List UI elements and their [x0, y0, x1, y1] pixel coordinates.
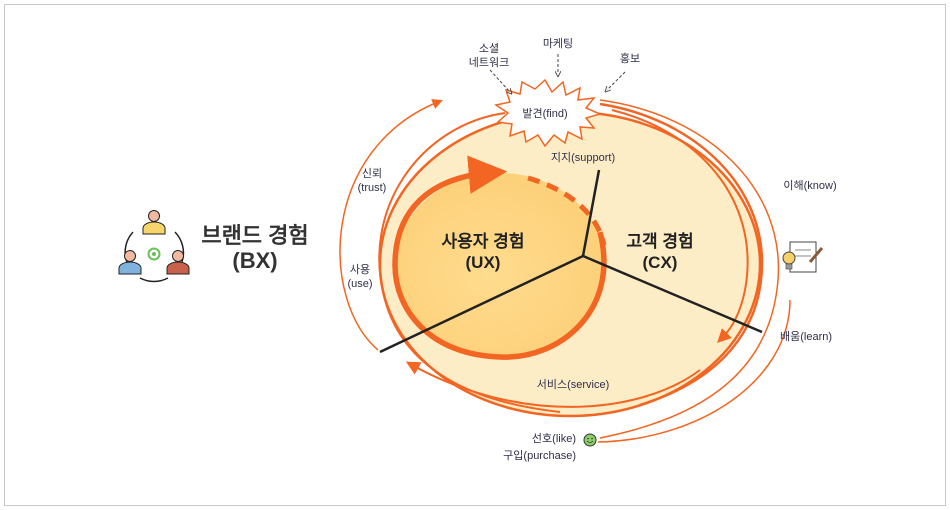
ux-label-2: (UX): [466, 253, 501, 272]
team-people-icon: [118, 210, 190, 283]
like-label: 선호(like): [532, 432, 576, 445]
marketing-label: 마케팅: [543, 37, 573, 50]
trust-label-2: (trust): [358, 182, 387, 194]
support-label: 지지(support): [551, 151, 615, 164]
discovery-label: 발견(find): [522, 107, 567, 120]
promotion-arrow: [607, 71, 626, 90]
learn-label: 배움(learn): [780, 330, 832, 343]
service-label: 서비스(service): [537, 378, 610, 391]
outer-arc-right-inner: [599, 102, 764, 407]
arc-like-connector: [597, 299, 791, 443]
promotion-label: 홍보: [620, 51, 640, 65]
bx-title-2: (BX): [232, 248, 277, 273]
discovery-burst: [494, 78, 603, 148]
social-arrow: [489, 69, 510, 92]
lightbulb-document-icon: [782, 241, 824, 273]
social-label: 소셜: [479, 42, 499, 55]
arc-trust-use: [339, 99, 443, 351]
diagram-frame: 발견(find) 소셜 네트워크 마케팅 홍보 사용자 경험 (UX) 고객 경…: [4, 4, 946, 506]
cx-label-2: (CX): [643, 253, 678, 272]
purchase-label: 구입(purchase): [503, 449, 576, 462]
cx-label-1: 고객 경험: [626, 231, 693, 251]
use-label-2: (use): [347, 278, 372, 290]
brand-experience-diagram: 발견(find) 소셜 네트워크 마케팅 홍보 사용자 경험 (UX) 고객 경…: [118, 37, 837, 462]
ux-area: [395, 173, 605, 357]
outer-arc-right-outer: [599, 99, 780, 439]
smiley-icon: [583, 433, 597, 447]
know-label: 이해(know): [783, 178, 836, 192]
social-label-2: 네트워크: [469, 56, 509, 69]
divider-lines: [379, 169, 763, 354]
ux-cycle-arrow: [392, 155, 607, 360]
ux-label-1: 사용자 경험: [442, 231, 525, 251]
trust-label-1: 신뢰: [362, 167, 382, 180]
use-label-1: 사용: [350, 263, 370, 276]
bx-title-1: 브랜드 경험: [201, 223, 308, 248]
arc-bottom-return: [405, 361, 701, 408]
